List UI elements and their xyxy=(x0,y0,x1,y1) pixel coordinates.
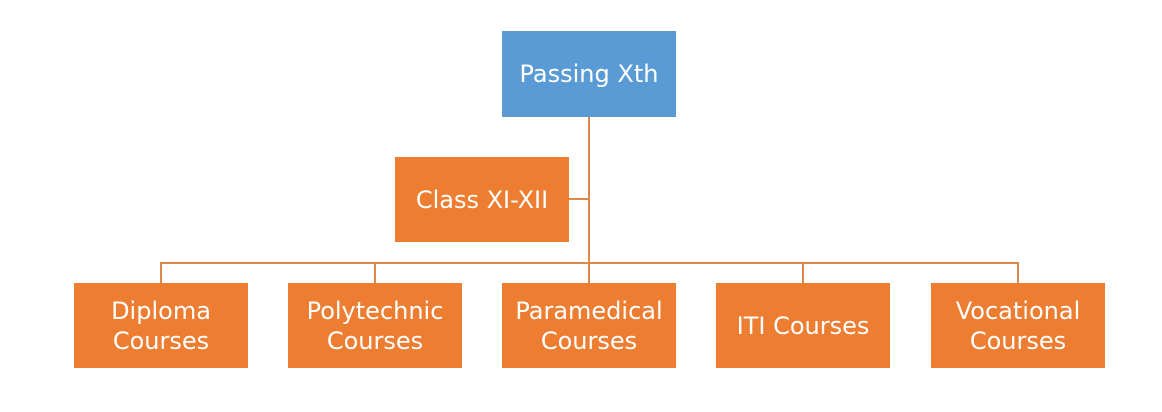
intermediate-node: Class XI-XII xyxy=(395,157,569,242)
child-node-label: Vocational Courses xyxy=(955,296,1081,355)
child-node-label: Paramedical Courses xyxy=(515,296,663,355)
connector-drop-1 xyxy=(160,262,162,283)
connector-horizontal-bus xyxy=(160,262,1019,264)
connector-drop-4 xyxy=(802,262,804,283)
child-node-label: Polytechnic Courses xyxy=(306,296,444,355)
child-node-diploma: Diploma Courses xyxy=(74,283,248,368)
child-node-iti: ITI Courses xyxy=(716,283,890,368)
connector-drop-2 xyxy=(374,262,376,283)
root-node: Passing Xth xyxy=(502,31,676,117)
root-node-label: Passing Xth xyxy=(519,60,659,88)
connector-intermediate xyxy=(569,198,589,200)
connector-root-trunk xyxy=(588,117,590,283)
child-node-paramedical: Paramedical Courses xyxy=(502,283,676,368)
intermediate-node-label: Class XI-XII xyxy=(415,185,549,214)
child-node-label: ITI Courses xyxy=(736,311,870,340)
child-node-vocational: Vocational Courses xyxy=(931,283,1105,368)
child-node-label: Diploma Courses xyxy=(111,296,211,355)
connector-drop-5 xyxy=(1017,262,1019,283)
child-node-polytechnic: Polytechnic Courses xyxy=(288,283,462,368)
